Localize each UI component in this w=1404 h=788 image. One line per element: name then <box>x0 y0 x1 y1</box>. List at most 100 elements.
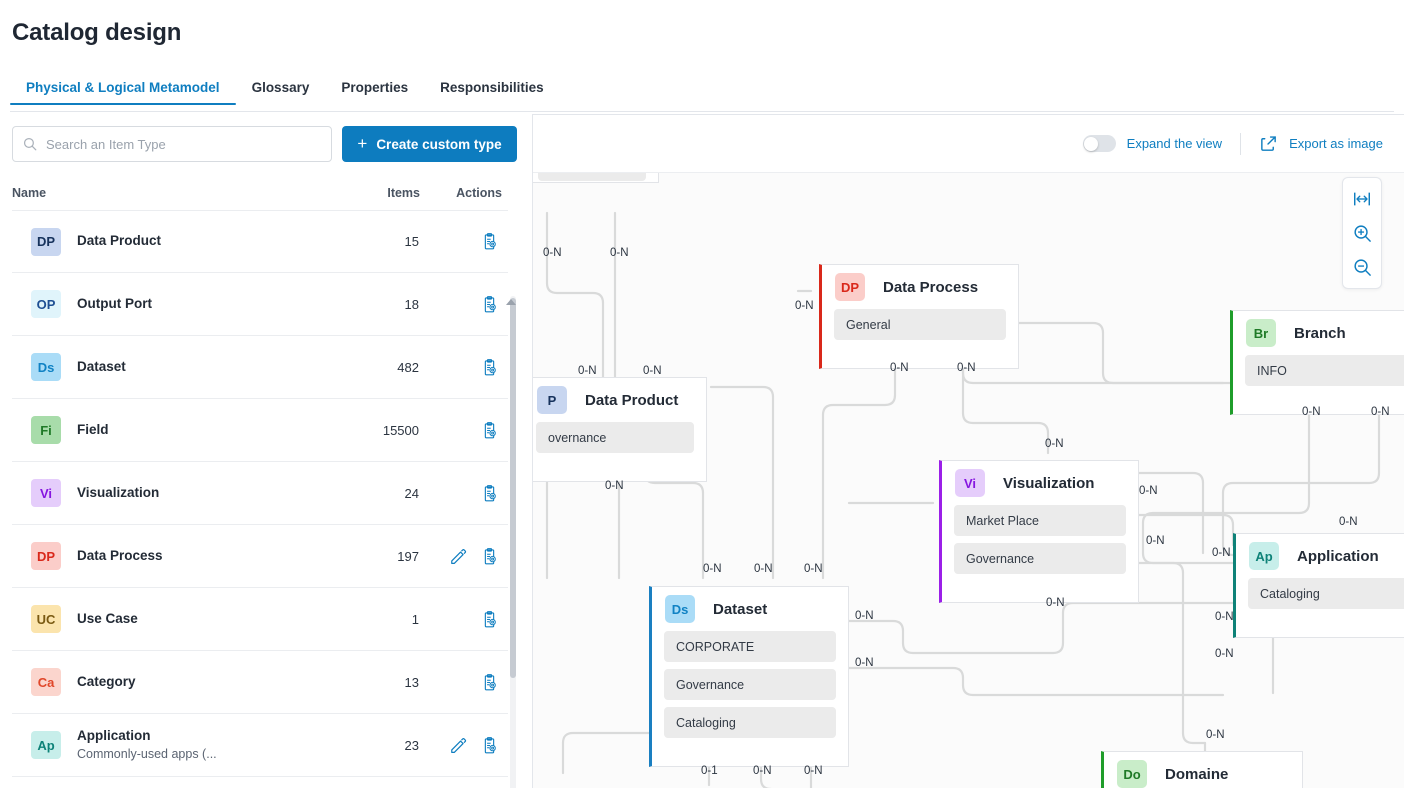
item-type-badge: OP <box>31 290 61 318</box>
node-attribute[interactable]: Cataloging <box>1248 578 1404 609</box>
expand-the-view-toggle[interactable]: Expand the view <box>1082 135 1223 152</box>
export-as-image-label: Export as image <box>1289 136 1383 151</box>
tab-properties[interactable]: Properties <box>341 80 409 95</box>
item-count: 13 <box>404 674 419 690</box>
node-attribute[interactable]: General <box>834 309 1006 340</box>
item-type-name: Data Product <box>77 233 162 249</box>
item-type-name: Dataset <box>77 358 126 374</box>
scroll-up-arrow-icon[interactable] <box>506 299 516 305</box>
configure-item-type-icon[interactable] <box>480 610 499 629</box>
configure-item-type-icon[interactable] <box>480 736 499 755</box>
tab-physical-logical-metamodel[interactable]: Physical & Logical Metamodel <box>10 80 236 105</box>
item-type-name: Data Process <box>77 547 163 563</box>
node-badge: P <box>537 386 567 414</box>
zoom-controls <box>1342 177 1382 289</box>
cardinality-label: 0-N <box>957 362 976 374</box>
tab-responsibilities[interactable]: Responsibilities <box>440 80 544 95</box>
node-attribute[interactable]: INFO <box>1245 355 1404 386</box>
node-attribute[interactable]: Governance <box>954 543 1126 574</box>
row-actions <box>419 610 507 629</box>
configure-item-type-icon[interactable] <box>480 232 499 251</box>
zoom-out-icon[interactable] <box>1345 252 1379 282</box>
item-type-badge: Ds <box>31 353 61 381</box>
node-attribute[interactable]: Cataloging <box>664 707 836 738</box>
connector-line <box>545 211 605 475</box>
connector-line <box>709 385 775 580</box>
row-actions <box>419 295 507 314</box>
item-type-badge: DP <box>31 542 61 570</box>
cardinality-label: 0-N <box>754 563 773 575</box>
fit-width-icon[interactable] <box>1345 184 1379 214</box>
export-as-image-button[interactable]: Export as image <box>1259 134 1383 153</box>
page-title: Catalog design <box>12 19 182 46</box>
diagram-node-clipped-top[interactable] <box>533 173 659 183</box>
configure-item-type-icon[interactable] <box>480 421 499 440</box>
configure-item-type-icon[interactable] <box>480 547 499 566</box>
expand-the-view-label: Expand the view <box>1126 136 1223 151</box>
connector-line <box>847 601 1235 655</box>
node-title: Data Process <box>883 278 979 296</box>
node-badge: Do <box>1117 760 1147 788</box>
tab-glossary[interactable]: Glossary <box>251 80 310 95</box>
table-header: Name Items Actions <box>12 180 508 206</box>
configure-item-type-icon[interactable] <box>480 358 499 377</box>
connector-line <box>759 765 772 788</box>
search-box[interactable] <box>12 126 332 162</box>
item-count: 197 <box>397 548 419 564</box>
node-attributes: overnance <box>533 422 706 463</box>
create-custom-type-button[interactable]: + Create custom type <box>342 126 517 162</box>
cardinality-label: 0-N <box>855 610 874 622</box>
node-attribute[interactable]: Governance <box>664 669 836 700</box>
edit-pencil-icon[interactable] <box>449 547 468 566</box>
node-badge: Br <box>1246 319 1276 347</box>
table-row[interactable]: DP Data Process 197 <box>12 525 508 588</box>
item-type-name: Field <box>77 421 109 437</box>
node-attributes: INFO <box>1233 355 1404 396</box>
cardinality-label: 0-N <box>795 300 814 312</box>
node-attribute[interactable] <box>538 173 646 181</box>
toggle-knob <box>1084 136 1099 151</box>
node-attribute[interactable]: CORPORATE <box>664 631 836 662</box>
cardinality-label: 0-N <box>605 480 624 492</box>
edit-pencil-icon[interactable] <box>449 736 468 755</box>
configure-item-type-icon[interactable] <box>480 295 499 314</box>
cardinality-label: 0-N <box>890 362 909 374</box>
item-type-name-wrap: Data Process <box>77 547 309 565</box>
panel-scrollbar-thumb[interactable] <box>510 298 516 678</box>
zoom-in-icon[interactable] <box>1345 218 1379 248</box>
plus-icon: + <box>357 134 368 153</box>
search-input[interactable] <box>37 135 331 153</box>
item-type-name: Application <box>77 728 151 744</box>
node-attribute[interactable]: Market Place <box>954 505 1126 536</box>
item-type-badge: Vi <box>31 479 61 507</box>
cardinality-label: 0-N <box>1046 597 1065 609</box>
node-attribute[interactable]: overnance <box>536 422 694 453</box>
row-actions <box>419 736 507 755</box>
configure-item-type-icon[interactable] <box>480 673 499 692</box>
configure-item-type-icon[interactable] <box>480 484 499 503</box>
toggle-switch[interactable] <box>1082 135 1116 152</box>
row-actions <box>419 421 507 440</box>
